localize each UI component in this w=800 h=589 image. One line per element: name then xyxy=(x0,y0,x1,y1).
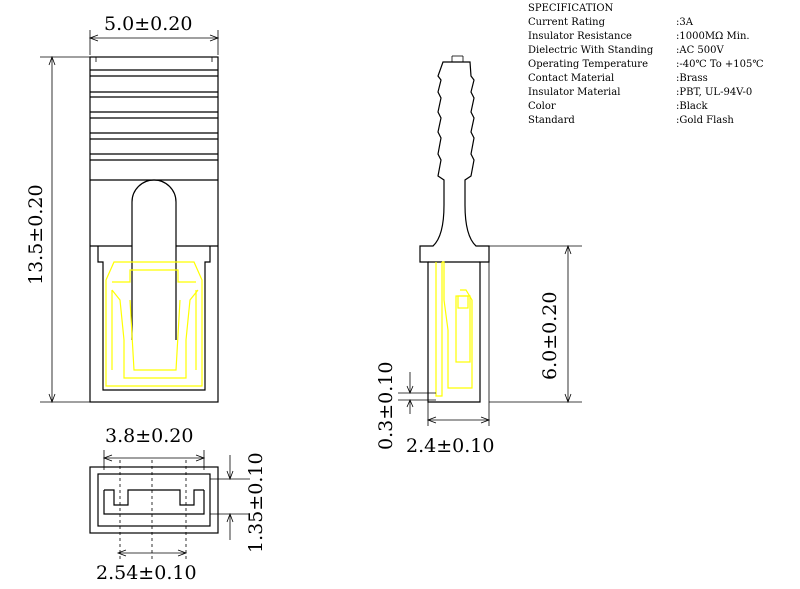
spec-label: Current Rating xyxy=(528,17,606,28)
spec-label: Dielectric With Standing xyxy=(528,45,654,56)
contact-side xyxy=(435,261,473,397)
jumper-body-front xyxy=(89,56,219,403)
side-view: 0.3±0.10 2.4±0.10 6.0±0.20 xyxy=(375,55,582,457)
spec-title: SPECIFICATION xyxy=(528,3,614,14)
top-width-dimension: 5.0±0.20 xyxy=(104,13,192,35)
spec-value: :1000MΩ Min. xyxy=(676,31,750,42)
pitch-dimension: 2.54±0.10 xyxy=(96,562,197,584)
spec-label: Color xyxy=(528,101,556,112)
spec-value: :3A xyxy=(676,17,694,28)
side-height-dimension: 6.0±0.20 xyxy=(539,292,561,380)
side-width-dimension: 2.4±0.10 xyxy=(406,435,494,457)
front-view: 5.0±0.20 13.5±0.20 xyxy=(25,13,220,404)
base-width-dimension: 3.8±0.20 xyxy=(105,425,193,447)
slot-opening xyxy=(131,179,177,340)
base-height-dimension: 1.35±0.10 xyxy=(245,452,267,553)
spec-label: Standard xyxy=(528,115,575,126)
jumper-body-side xyxy=(419,61,490,403)
pin-thickness-dimension: 0.3±0.10 xyxy=(375,362,397,450)
spec-value: :AC 500V xyxy=(676,45,725,56)
spec-value: :Brass xyxy=(676,73,708,84)
height-dimension: 13.5±0.20 xyxy=(25,184,47,285)
spec-value: :Gold Flash xyxy=(676,115,734,126)
spec-label: Insulator Resistance xyxy=(528,31,632,42)
base-outline xyxy=(89,466,219,534)
spec-label: Insulator Material xyxy=(528,87,620,98)
spec-value: :-40℃ To +105℃ xyxy=(676,59,764,70)
contact-front xyxy=(105,261,203,387)
spec-value: :Black xyxy=(676,101,708,112)
spec-label: Operating Temperature xyxy=(528,59,648,70)
bottom-view: 3.8±0.20 1.35±0.10 2.54±0.10 xyxy=(89,425,267,584)
spec-label: Contact Material xyxy=(528,73,614,84)
specification-table: SPECIFICATION Current Rating :3A Insulat… xyxy=(528,3,764,126)
spec-value: :PBT, UL-94V-0 xyxy=(676,87,752,98)
